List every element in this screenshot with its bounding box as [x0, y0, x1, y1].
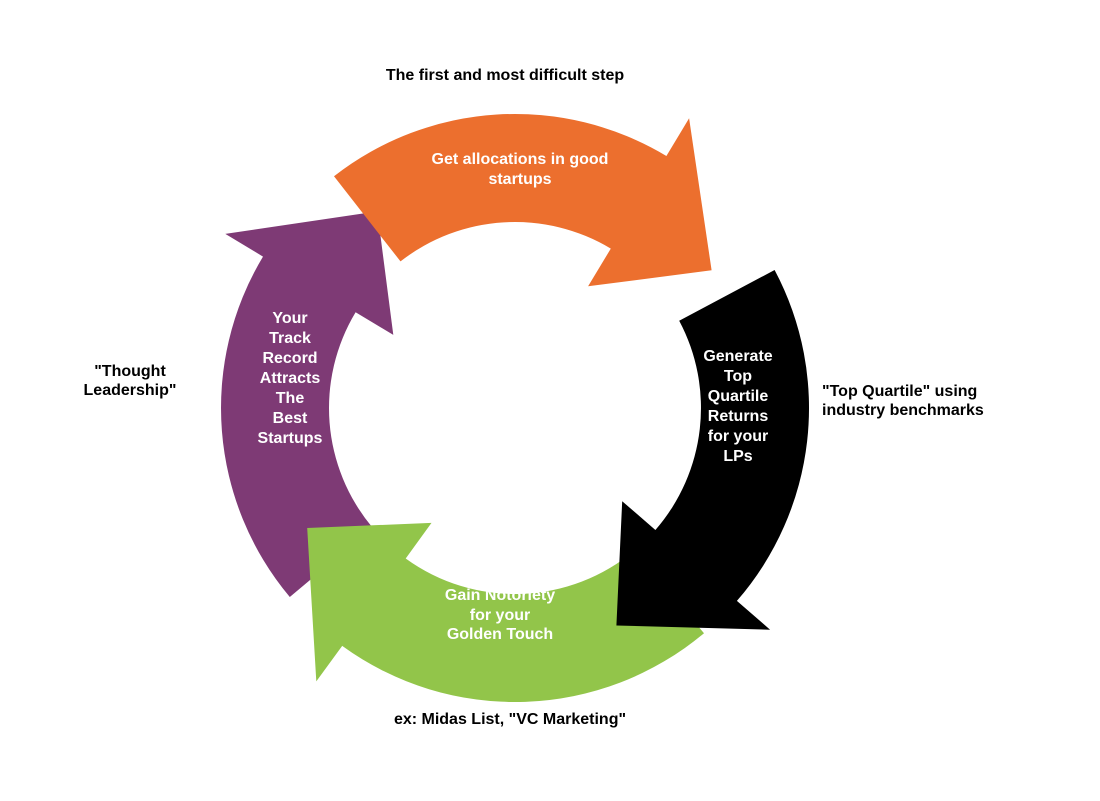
- arrow-segment-orange: [334, 114, 712, 287]
- annotation-bottom: ex: Midas List, "VC Marketing": [393, 711, 627, 728]
- segment-label-black: Generate Top Quartile Returns for your L…: [703, 348, 773, 465]
- segment-label-purple: Your Track Record Attracts The Best Star…: [257, 310, 323, 447]
- arrow-segment-purple: [221, 211, 394, 597]
- arrow-segment-green: [307, 522, 704, 703]
- annotation-top: The first and most difficult step: [385, 67, 625, 84]
- annotation-left: "Thought Leadership": [83, 363, 177, 400]
- segment-label-orange: Get allocations in good startups: [431, 151, 609, 188]
- arrow-segment-black: [616, 270, 810, 630]
- segment-label-green: Gain Notoriety for your Golden Touch: [444, 587, 556, 644]
- annotation-right: "Top Quartile" using industry benchmarks: [822, 383, 984, 420]
